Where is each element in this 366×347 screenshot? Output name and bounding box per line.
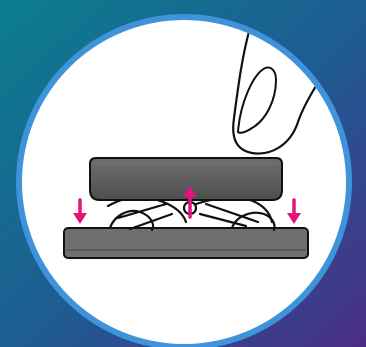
arrow-down-icon	[73, 198, 87, 224]
arrow-up-icon	[183, 186, 197, 219]
arrow-down-icon	[287, 198, 301, 224]
keycap-icon	[89, 157, 283, 201]
key-base-icon	[63, 227, 309, 259]
